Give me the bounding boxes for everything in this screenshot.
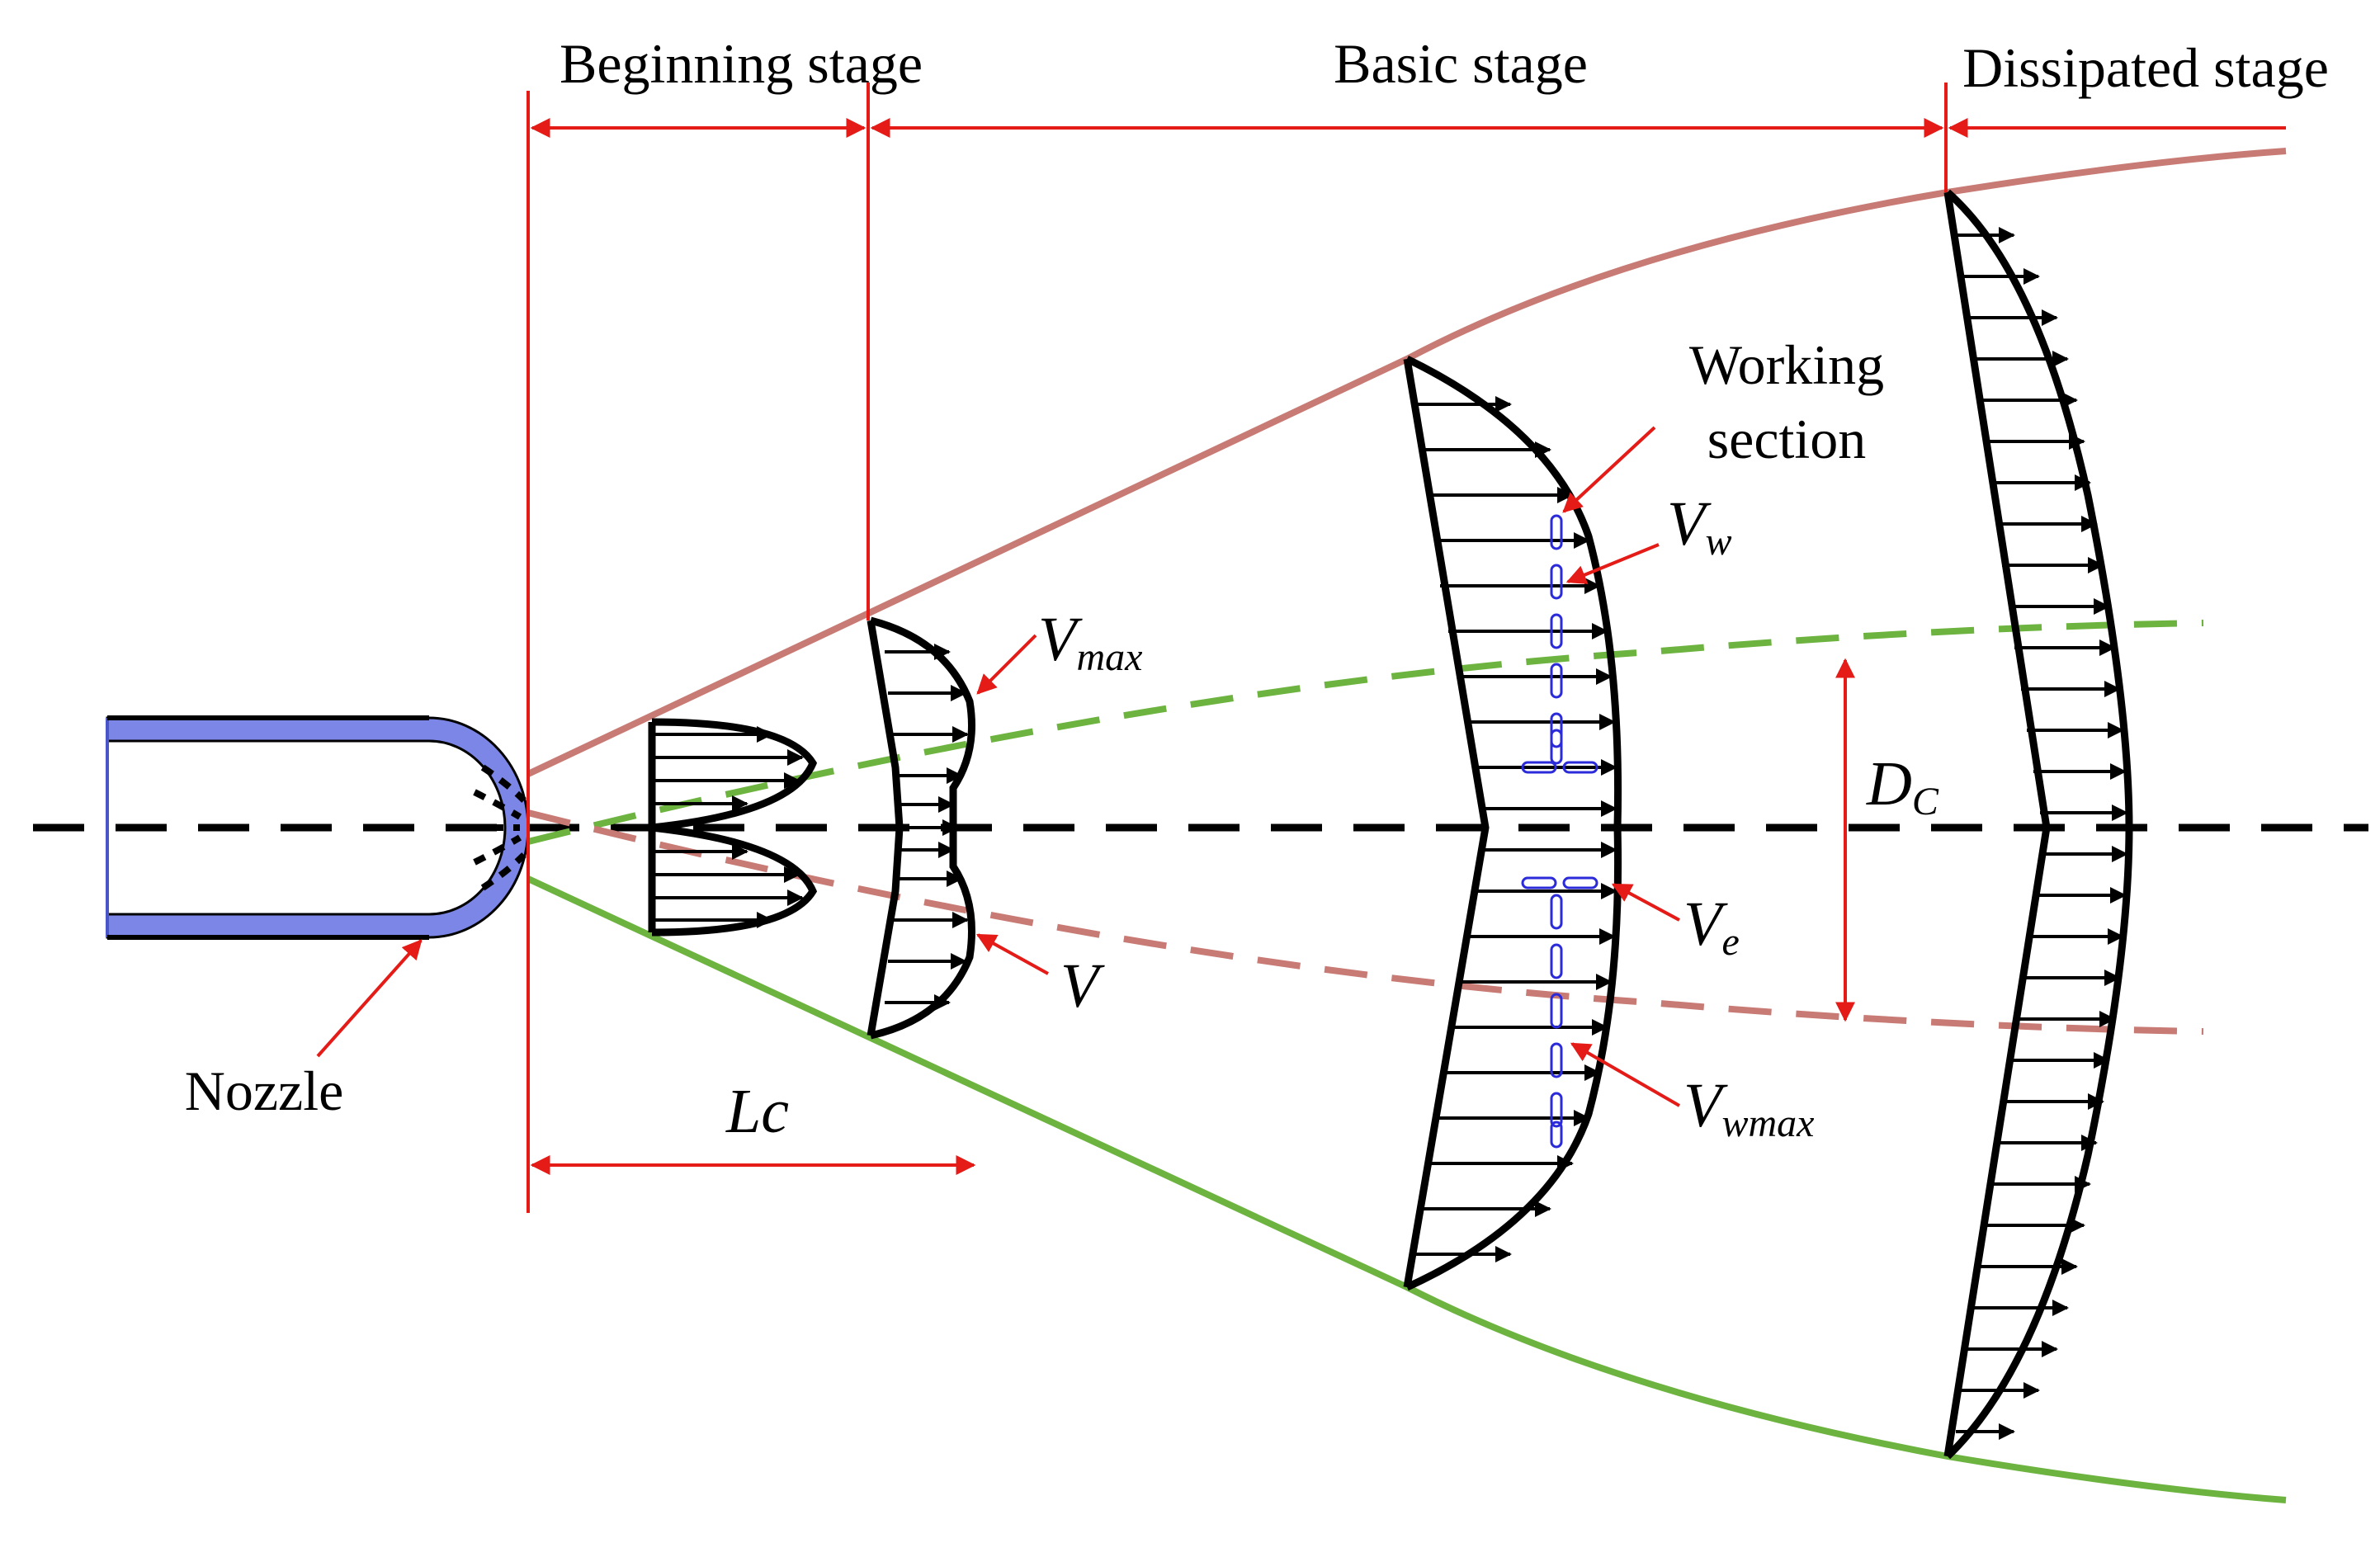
dc-main: D [1866, 749, 1912, 819]
inner-boundary-pink [527, 809, 2204, 1035]
v-e-label: Ve [1683, 889, 1740, 964]
working-section-label-line2: section [1707, 408, 1867, 470]
dc-label: DC [1866, 749, 1939, 823]
basic-stage-label: Basic stage [1334, 32, 1588, 95]
beginning-stage-label: Beginning stage [560, 32, 923, 95]
working-section-marks [1521, 514, 1598, 1149]
lc-label: Lc [725, 1077, 789, 1146]
v-wmax-label: Vwmax [1683, 1071, 1814, 1145]
velocity-profile-1 [648, 718, 818, 937]
outer-boundary-upper [527, 148, 2287, 777]
inner-boundary-green [527, 620, 2204, 845]
v-e-sub: e [1721, 920, 1739, 964]
v-w-sub: w [1705, 520, 1731, 564]
v-max-sub: max [1076, 635, 1142, 679]
dissipated-stage-label: Dissipated stage [1962, 36, 2329, 99]
v-label: V [1060, 951, 1105, 1021]
nozzle-label: Nozzle [185, 1059, 344, 1122]
v-wmax-main: V [1683, 1071, 1728, 1140]
v-max-main: V [1038, 605, 1083, 674]
outer-boundary-lower [527, 875, 2287, 1503]
dc-sub: C [1912, 780, 1939, 823]
v-wmax-sub: wmax [1721, 1102, 1814, 1145]
working-section-label-line1: Working [1689, 333, 1884, 396]
v-max-label: Vmax [1038, 605, 1142, 679]
velocity-profile-2 [867, 616, 975, 1040]
v-e-main: V [1683, 889, 1728, 959]
velocity-profile-4 [1943, 189, 2133, 1460]
pointer-arrows [316, 426, 1680, 1107]
v-w-main: V [1667, 489, 1712, 559]
nozzle [106, 715, 530, 940]
v-w-label: Vw [1667, 489, 1731, 564]
velocity-profile-3 [1403, 355, 1622, 1291]
stage-dividers [527, 83, 1948, 1213]
stage-dimension-arrows [530, 118, 2286, 1175]
